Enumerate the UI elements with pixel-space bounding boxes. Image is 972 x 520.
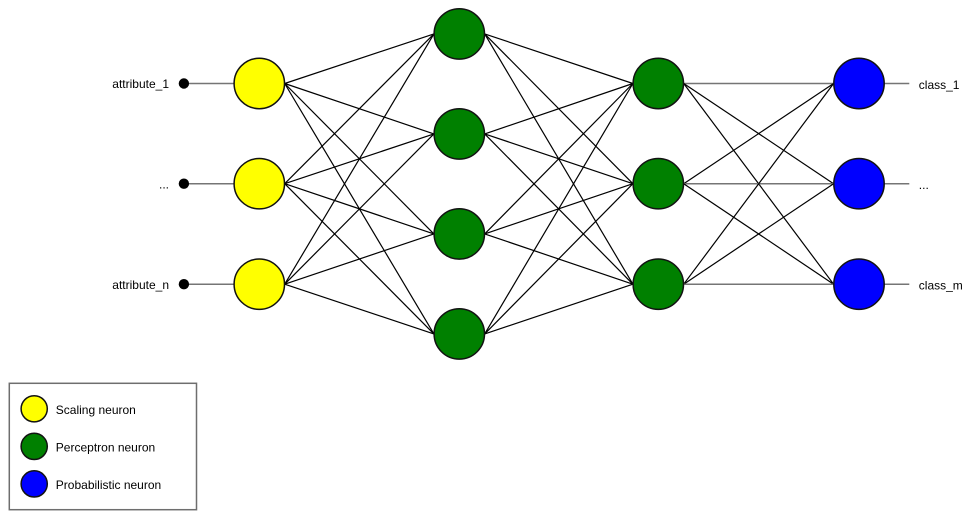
svg-text:Scaling neuron: Scaling neuron xyxy=(56,403,136,417)
svg-text:...: ... xyxy=(919,178,929,192)
svg-text:...: ... xyxy=(159,177,169,191)
svg-text:class_1: class_1 xyxy=(919,78,960,92)
svg-text:Probabilistic neuron: Probabilistic neuron xyxy=(56,478,161,492)
svg-text:Perceptron neuron: Perceptron neuron xyxy=(56,441,155,455)
svg-text:class_m: class_m xyxy=(919,279,963,293)
svg-text:attribute_1: attribute_1 xyxy=(112,77,169,91)
svg-text:attribute_n: attribute_n xyxy=(112,278,169,292)
